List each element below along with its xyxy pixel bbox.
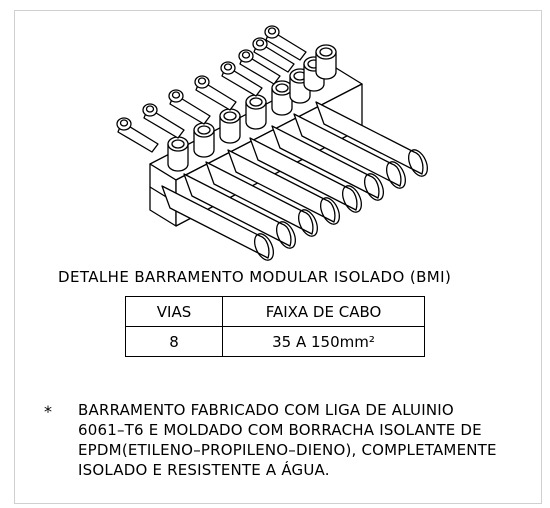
cell-cable-range-value: 35 A 150mm² <box>222 326 425 357</box>
cell-vias-value: 8 <box>125 326 223 357</box>
header-faixa-de-cabo: FAIXA DE CABO <box>222 296 425 327</box>
cable-lugs <box>116 25 337 172</box>
busbar-illustration <box>116 25 429 261</box>
table-header-row: VIAS FAIXA DE CABO <box>125 296 425 327</box>
note-line: BARRAMENTO FABRICADO COM LIGA DE ALUINIO <box>78 401 454 419</box>
cable-sleeves <box>161 101 429 261</box>
note-line: ISOLADO E RESISTENTE A ÁGUA. <box>78 461 330 479</box>
detail-title: DETALHE BARRAMENTO MODULAR ISOLADO (BMI) <box>58 268 452 286</box>
table-row: 8 35 A 150mm² <box>125 326 425 357</box>
note-text: BARRAMENTO FABRICADO COM LIGA DE ALUINIO… <box>78 400 548 480</box>
drawing-frame <box>14 10 542 504</box>
note-bullet: * <box>44 402 52 421</box>
spec-table: VIAS FAIXA DE CABO 8 35 A 150mm² <box>125 296 425 357</box>
header-vias: VIAS <box>125 296 223 327</box>
note-line: EPDM(ETILENO–PROPILENO–DIENO), COMPLETAM… <box>78 441 497 459</box>
note-line: 6061–T6 E MOLDADO COM BORRACHA ISOLANTE … <box>78 421 482 439</box>
